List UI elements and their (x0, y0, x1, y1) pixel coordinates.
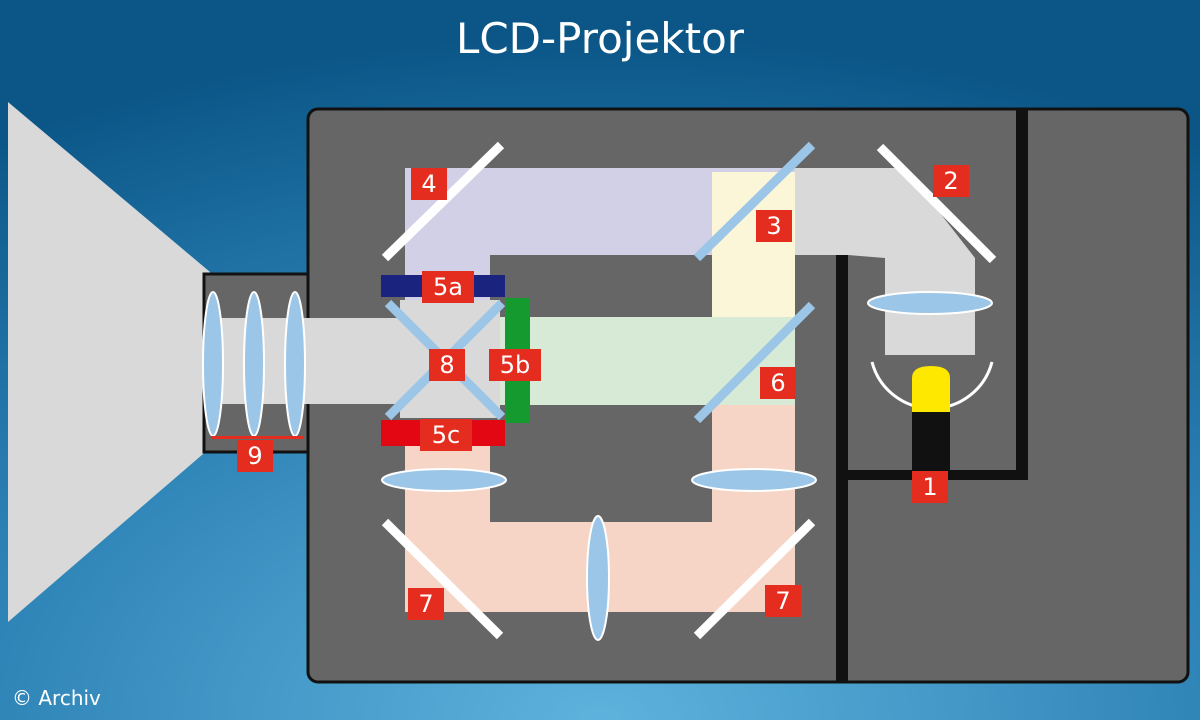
projection-cone (8, 102, 210, 622)
yellow-channel (712, 172, 795, 317)
mirror-2 (876, 143, 997, 264)
white-light-path (795, 168, 975, 355)
label-2: 2 (933, 165, 969, 197)
label-5c: 5c (420, 419, 472, 451)
blue-channel (405, 168, 795, 330)
mirrors (381, 141, 997, 640)
label-9: 9 (237, 440, 273, 472)
mirror-4 (381, 141, 505, 262)
label-7-left: 7 (408, 588, 444, 620)
label-6: 6 (760, 367, 796, 399)
dichroic-6 (693, 301, 816, 424)
image-credit: © Archiv (12, 686, 101, 710)
green-channel (500, 317, 795, 405)
mirror-7-left (381, 518, 504, 640)
mirror-7-right (693, 518, 816, 640)
label-3: 3 (756, 210, 792, 242)
lens-marker-9 (211, 436, 304, 439)
relay-lenses (381, 468, 817, 641)
label-1: 1 (912, 471, 948, 503)
label-7-right: 7 (765, 585, 801, 617)
dichroic-3 (693, 141, 816, 262)
label-5a: 5a (422, 271, 474, 303)
condenser-lens (867, 291, 993, 315)
label-4: 4 (411, 168, 447, 200)
dichroic-mirrors (693, 141, 816, 424)
label-5b: 5b (489, 349, 541, 381)
diagram-title: LCD-Projektor (455, 14, 745, 63)
projection-lenses (202, 291, 306, 437)
lamp (912, 366, 950, 472)
red-channel (405, 405, 795, 612)
label-8: 8 (429, 349, 465, 381)
